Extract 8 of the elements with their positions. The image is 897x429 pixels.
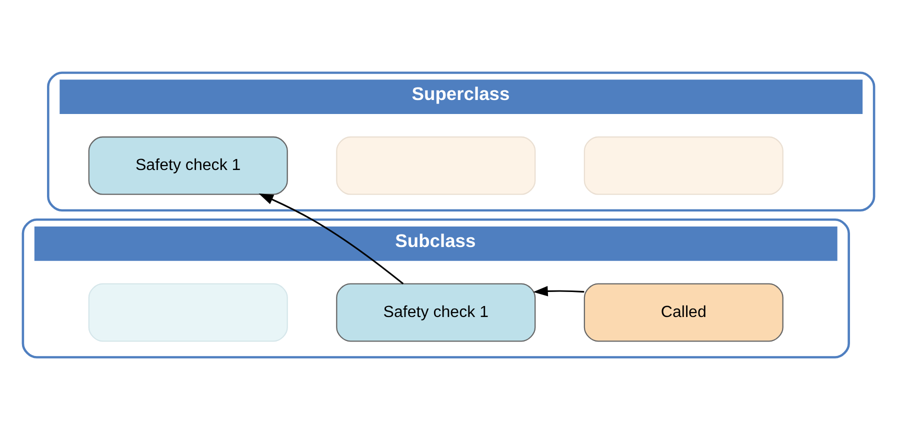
arrow [533,286,584,296]
node-box: Called [584,282,784,342]
node-box [584,136,784,194]
node-box [336,136,536,194]
arrow [258,192,404,284]
node-box [88,282,288,342]
node-box: Safety check 1 [88,136,288,194]
node-box: Safety check 1 [336,282,536,342]
